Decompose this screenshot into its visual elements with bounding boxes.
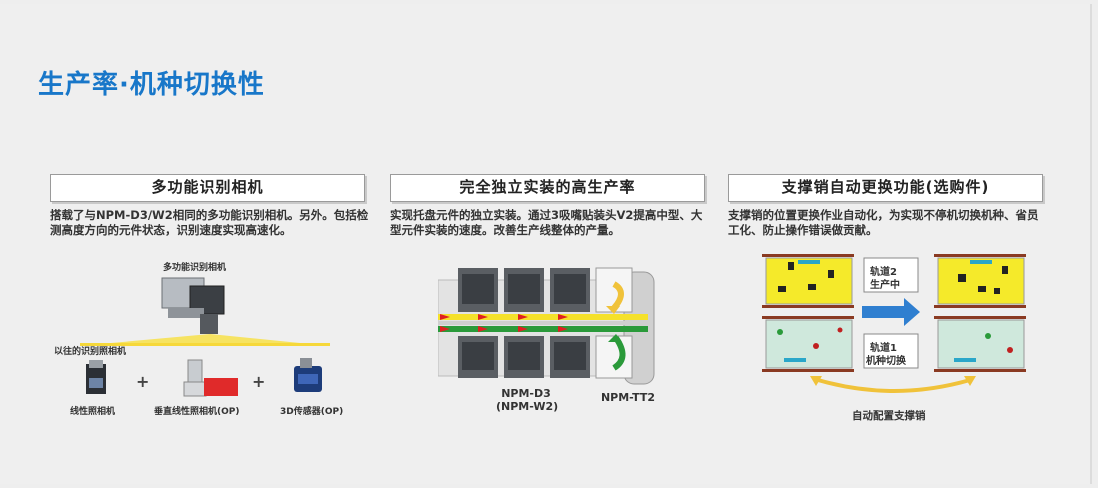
panel-description: 搭载了与NPM-D3/W2相同的多功能识别相机。另外。包括检测高度方向的元件状态… — [50, 208, 369, 237]
lane1-label: 轨道1 — [870, 343, 897, 354]
camera-label: 多功能识别相机 — [163, 263, 227, 273]
vertical-linear-camera-label: 垂直线性照相机(OP) — [154, 407, 240, 417]
panel-support-pin-exchange: 支撑销自动更换功能(选购件) 支撑销的位置更换作业自动化，为实现不停机切换机种、… — [728, 174, 1048, 444]
lane1-status: 机种切换 — [866, 356, 906, 367]
support-pin-illustration — [762, 254, 1026, 393]
previous-camera-label: 以往的识别照相机 — [54, 347, 127, 357]
camera-types-illustration — [86, 358, 322, 397]
lane2-status: 生产中 — [870, 280, 900, 291]
camera-illustration — [80, 277, 330, 346]
panel-heading: 完全独立实装的高生产率 — [390, 174, 705, 202]
plus-icon: + — [136, 372, 150, 391]
3d-sensor-label: 3D传感器(OP) — [280, 407, 344, 417]
auto-config-label: 自动配置支撑销 — [852, 410, 926, 422]
panel-multifunction-camera: 多功能识别相机 搭载了与NPM-D3/W2相同的多功能识别相机。另外。包括检测高… — [50, 174, 370, 444]
npm-tt2-label: NPM-TT2 — [600, 391, 656, 404]
panel-heading: 支撑销自动更换功能(选购件) — [728, 174, 1043, 202]
page-title: 生产率·机种切换性 — [38, 70, 265, 100]
lane2-label: 轨道2 — [870, 267, 897, 278]
content-frame: 生产率·机种切换性 多功能识别相机 搭载了与NPM-D3/W2相同的多功能识别相… — [0, 4, 1092, 484]
npm-d3-label: NPM-D3 — [501, 387, 551, 400]
machine-illustration — [438, 267, 655, 385]
npm-w2-label: (NPM-W2) — [496, 400, 559, 413]
linear-camera-label: 线性照相机 — [70, 407, 116, 417]
panel-description: 实现托盘元件的独立实装。通过3吸嘴贴装头V2提高中型、大型元件实装的速度。改善生… — [390, 208, 703, 237]
panel-independent-mounting: 完全独立实装的高生产率 实现托盘元件的独立实装。通过3吸嘴贴装头V2提高中型、大… — [390, 174, 710, 444]
panel-description: 支撑销的位置更换作业自动化，为实现不停机切换机种、省员工化、防止操作错误做贡献。 — [728, 208, 1039, 237]
panel-heading: 多功能识别相机 — [50, 174, 365, 202]
plus-icon: + — [252, 372, 266, 391]
